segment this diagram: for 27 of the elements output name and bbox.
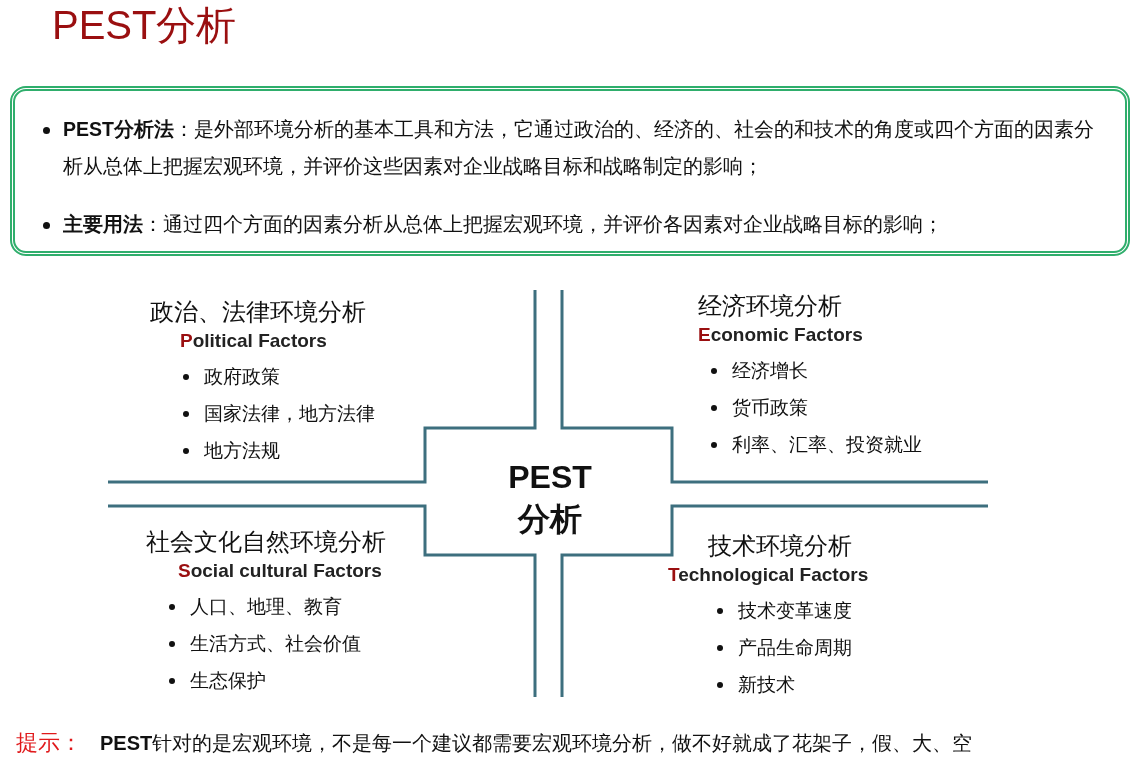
page-title: PEST分析 (52, 2, 237, 49)
text-panel (10, 86, 1130, 256)
center-label: PEST 分析 (490, 456, 610, 540)
factor-name: Economic Factors (698, 323, 864, 347)
bullet-text: PEST分析法：是外部环境分析的基本工具和方法，它通过政治的、经济的、社会的和技术的角度或四个方面的因素分析从总体上把握宏观环境，并评价这些因素对企业战略目标和战略制定的影响； (39, 111, 1103, 185)
bullet-item: 政府政策 (180, 358, 375, 395)
bullet-item: 人口、地理、教育 (166, 588, 386, 625)
bullet-item: 生活方式、社会价值 (166, 625, 386, 662)
bullet-item: 货币政策 (708, 389, 922, 426)
bullet-item: 地方法规 (180, 432, 375, 469)
bullet-item: 新技术 (714, 666, 869, 703)
bullet-item: 经济增长 (708, 352, 922, 389)
note-text: PEST针对的是宏观环境，不是每一个建议都需要宏观环境分析，做不好就成了花架子，假、大、空 (100, 731, 973, 756)
quadrant-heading: 技术环境分析 (708, 531, 853, 561)
bullet-item: 生态保护 (166, 662, 386, 699)
bullet-item: 技术变革速度 (714, 592, 869, 629)
factor-name: Technological Factors (668, 563, 869, 587)
quadrant-heading: 社会文化自然环境分析 (146, 527, 386, 557)
quadrant-heading: 政治、法律环境分析 (150, 297, 367, 327)
bullet-item: 产品生命周期 (714, 629, 869, 666)
factor-name: Political Factors (180, 329, 328, 353)
hint-label: 提示： (16, 729, 82, 757)
bullet-text: 主要用法：通过四个方面的因素分析从总体上把握宏观环境，并评价各因素对企业战略目标的影响； (39, 206, 1103, 243)
bullet-item: 国家法律，地方法律 (180, 395, 375, 432)
factor-name: Social cultural Factors (178, 559, 383, 583)
bullet-item: 利率、汇率、投资就业 (708, 426, 922, 463)
quadrant-heading: 经济环境分析 (698, 291, 843, 321)
